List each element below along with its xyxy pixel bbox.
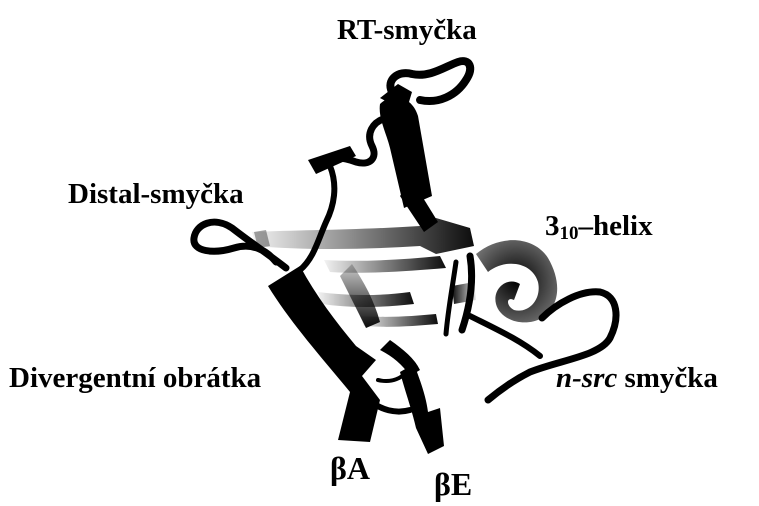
beta-a-label: βA <box>330 452 370 484</box>
central-sheet-mid <box>324 256 446 273</box>
helix-suffix: –helix <box>579 210 653 242</box>
nsrc-loop-label: n-src smyčka <box>556 364 718 393</box>
rt-loop-label: RT-smyčka <box>337 16 477 45</box>
beta-e-label: βE <box>434 468 472 500</box>
nsrc-italic: n-src <box>556 362 617 394</box>
distal-loop-label: Distal-smyčka <box>68 180 244 209</box>
beta-e-upper <box>380 340 420 376</box>
central-sheet-upper <box>252 218 474 254</box>
divergent-turn-label: Divergentní obrátka <box>9 364 261 393</box>
helix-310 <box>476 240 557 322</box>
helix-310-label: 310–helix <box>545 212 653 241</box>
helix-number: 3 <box>545 210 560 242</box>
nsrc-suffix: smyčka <box>617 362 718 394</box>
coil-connector-left <box>300 166 334 270</box>
helix-subscript: 10 <box>560 223 579 244</box>
